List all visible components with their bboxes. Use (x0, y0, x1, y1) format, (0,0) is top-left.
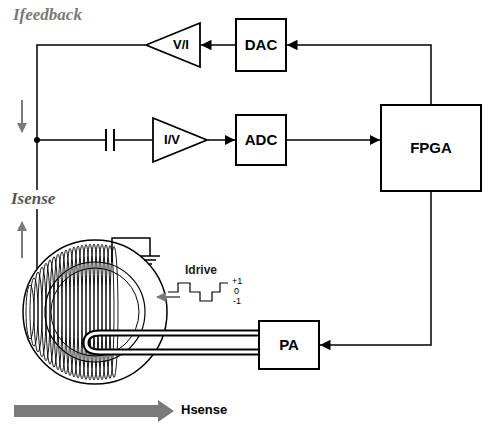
signal-name: Isense (10, 190, 56, 209)
drive-waveform (168, 283, 228, 301)
signal-name: Idrive (184, 264, 218, 277)
field-arrow (14, 400, 174, 422)
block-label: PA (279, 337, 299, 354)
feedback-current-arrow (21, 100, 23, 132)
ground-symbol (140, 255, 160, 257)
triangle-outline (152, 117, 208, 163)
drive-direction-arrow (157, 296, 180, 298)
level-value: +1 (231, 277, 243, 287)
converter-box: DAC (235, 18, 287, 72)
toroid-outer (23, 240, 167, 384)
level-value: 0 (233, 287, 240, 297)
signal-connector (287, 139, 380, 141)
converter-box: ADC (235, 114, 287, 166)
toroid-inner-ring (51, 268, 139, 356)
signal-name: Ifeedback (12, 6, 83, 25)
ground-symbol (144, 259, 156, 261)
drive-lead-inner (86, 333, 258, 352)
coil-winding (110, 247, 118, 378)
signal-connector (37, 45, 152, 140)
ground-wire (112, 238, 150, 262)
block-label: V/I (173, 38, 189, 52)
converter-triangle: I/V (152, 117, 208, 163)
drive-lead (86, 333, 258, 352)
capacitor-plate (105, 129, 107, 151)
field-name: Hsense (180, 403, 228, 417)
junction-dot (34, 137, 40, 143)
block-label: ADC (245, 132, 278, 149)
block-label: I/V (164, 133, 180, 147)
triangle-outline (145, 22, 201, 68)
block-label: FPGA (410, 140, 452, 157)
signal-connector (208, 139, 235, 141)
signal-connector (201, 44, 235, 46)
amplifier-box: PA (258, 320, 320, 370)
coil-windings (26, 244, 118, 380)
triangle-outline (146, 23, 200, 67)
sense-current-arrow (21, 222, 23, 258)
processor-box: FPGA (380, 104, 482, 192)
triangle-outline (153, 118, 207, 162)
ground-symbol (148, 263, 152, 265)
capacitor-plate (113, 129, 115, 151)
level-value: -1 (232, 297, 242, 307)
converter-triangle: V/I (145, 22, 201, 68)
block-label: DAC (245, 37, 278, 54)
capacitor-gap (106, 126, 114, 154)
signal-connector (287, 45, 431, 104)
signal-connector (320, 192, 431, 345)
